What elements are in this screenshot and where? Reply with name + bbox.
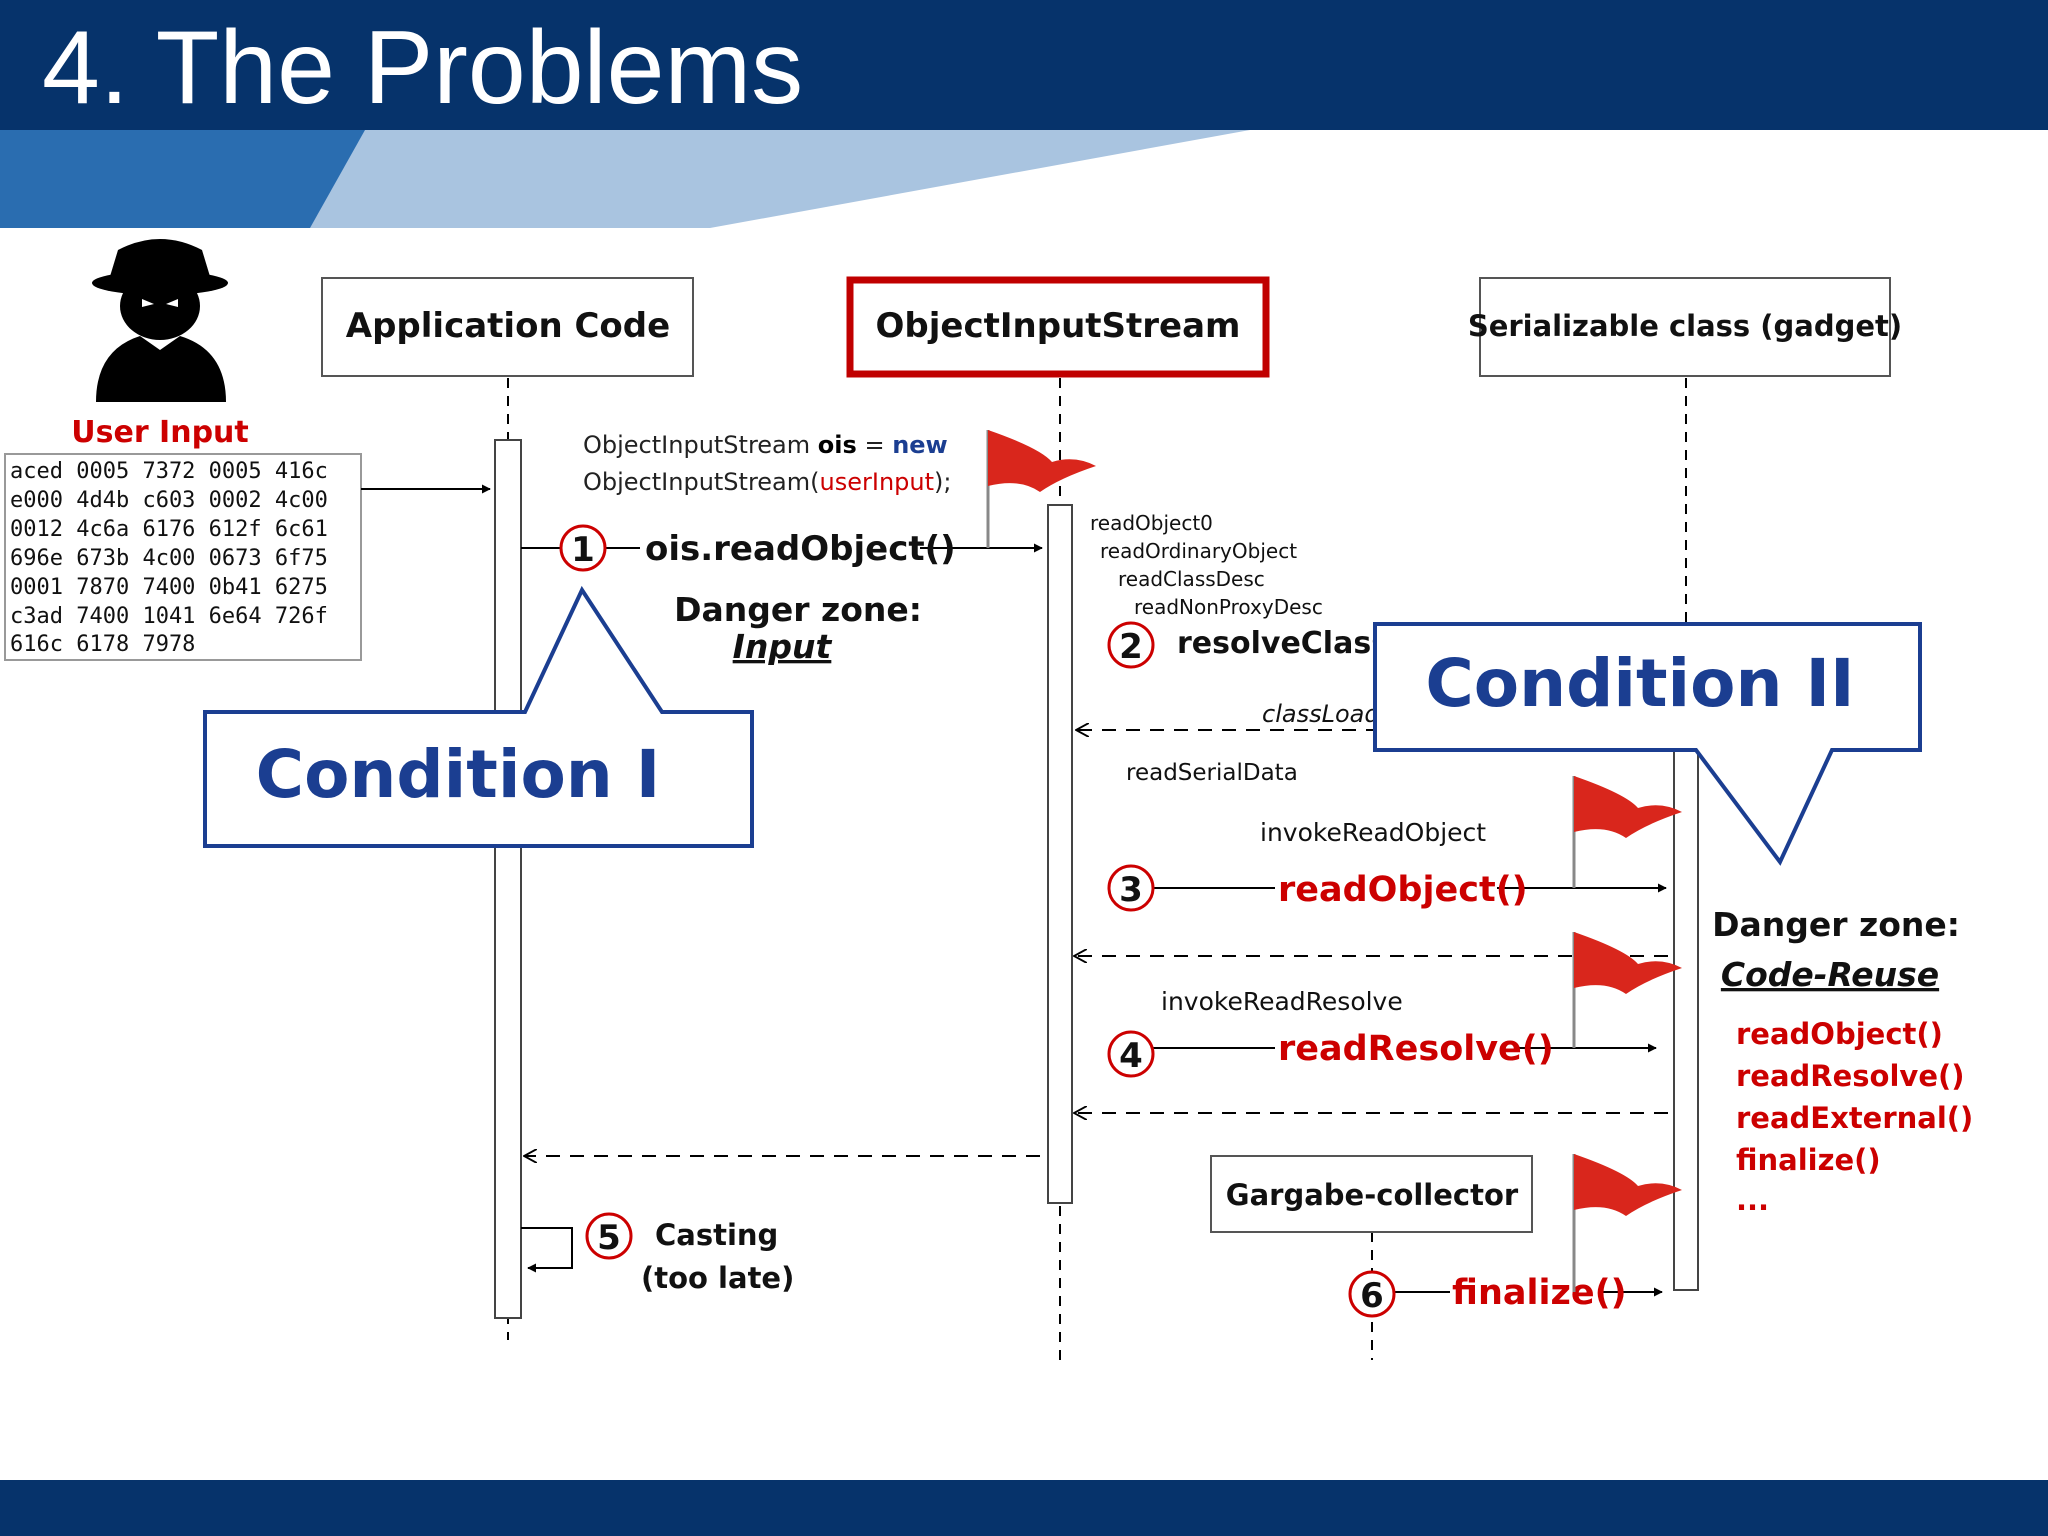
red-flag-icon (986, 430, 1096, 548)
step-1-marker (559, 524, 607, 572)
title-bar: 4. The Problems (0, 0, 2048, 130)
participant-gadget-box (1479, 277, 1891, 377)
step-5-marker (585, 1212, 633, 1260)
step-3-label: readObject() (1278, 870, 1528, 910)
invoke-read-object-label: invokeReadObject (1260, 818, 1486, 847)
self-call-arrow-step-5 (521, 1227, 573, 1273)
step-6-label: finalize() (1452, 1273, 1627, 1313)
step-4-label: readResolve() (1278, 1029, 1554, 1069)
activation-ois (1047, 504, 1073, 1204)
red-flag-icon (1572, 932, 1682, 1048)
step-3-number: 3 (1119, 870, 1143, 910)
call-stack-item: readNonProxyDesc (1134, 595, 1323, 619)
step-2-label: resolveClass( (1177, 626, 1403, 661)
hex-line: 0001 7870 7400 0b41 6275 (10, 575, 328, 600)
step-6-number: 6 (1360, 1276, 1384, 1316)
hex-line: e000 4d4b c603 0002 4c00 (10, 488, 328, 513)
hex-line: 696e 673b 4c00 0673 6f75 (10, 546, 328, 571)
red-flag-icon (1572, 776, 1682, 888)
code-line-1: ObjectInputStream ois = new (583, 431, 948, 459)
label-mask (640, 528, 920, 568)
label-mask (1275, 866, 1497, 910)
hex-line: aced 0005 7372 0005 416c (10, 459, 328, 484)
participant-app-code: Application Code (346, 306, 670, 346)
dangerous-method: ... (1736, 1183, 1769, 1217)
danger-zone-reuse-subtitle: Code-Reuse (1721, 955, 1939, 994)
dangerous-method: finalize() (1736, 1143, 1881, 1177)
participant-ois: ObjectInputStream (876, 306, 1241, 346)
condition-1-label: Condition I (256, 736, 661, 813)
activation-gadget (1673, 739, 1699, 1291)
participant-ois-box (846, 276, 1270, 378)
step-3-marker (1107, 864, 1155, 912)
step-2-number: 2 (1119, 627, 1143, 667)
invoke-read-resolve-label: invokeReadResolve (1161, 987, 1403, 1016)
read-serial-data-label: readSerialData (1126, 760, 1298, 786)
participant-gc: Gargabe-collector (1226, 1178, 1519, 1212)
step-1-label: ois.readObject() (645, 529, 956, 569)
call-stack-item: readClassDesc (1118, 567, 1265, 591)
footer-bar (0, 1480, 2048, 1536)
dangerous-methods-list: readObject() readResolve() readExternal(… (1736, 1017, 1973, 1217)
condition-2-label: Condition II (1425, 645, 1854, 722)
call-stack-item: readObject0 (1090, 511, 1213, 535)
condition-1-callout: Condition I (203, 585, 754, 848)
hex-line: 0012 4c6a 6176 612f 6c61 (10, 517, 328, 542)
user-input-hex-box (4, 453, 362, 661)
step-6-marker (1348, 1270, 1396, 1318)
call-stack-item: readOrdinaryObject (1100, 539, 1297, 563)
danger-zone-input-subtitle: Input (733, 627, 833, 666)
dangerous-method: readExternal() (1736, 1101, 1973, 1135)
header-stripe (0, 130, 1250, 228)
step-5-number: 5 (597, 1218, 621, 1258)
hex-line: c3ad 7400 1041 6e64 726f (10, 604, 328, 629)
call-stack: readObject0 readOrdinaryObject readClass… (1090, 511, 1323, 619)
red-flag-icon (1572, 1154, 1682, 1292)
activation-app-code (494, 439, 522, 1319)
hex-line: 616c 6178 7978 (10, 632, 195, 657)
hacker-icon (92, 239, 228, 402)
slide-title: 4. The Problems (42, 10, 804, 126)
step-2-marker (1107, 621, 1155, 669)
dangerous-method: readObject() (1736, 1017, 1943, 1051)
participant-app-code-box (321, 277, 694, 377)
user-input-hex: aced 0005 7372 0005 416c e000 4d4b c603 … (10, 459, 328, 657)
step-4-marker (1107, 1030, 1155, 1078)
step-4-number: 4 (1119, 1036, 1143, 1076)
condition-2-callout: Condition II (1373, 622, 1922, 866)
code-line-2: ObjectInputStream(userInput); (583, 468, 951, 496)
participant-gc-box (1210, 1155, 1533, 1233)
dangerous-method: readResolve() (1736, 1059, 1965, 1093)
danger-zone-input-title: Danger zone: (674, 590, 922, 629)
step-1-number: 1 (571, 530, 595, 570)
participant-gadget: Serializable class (gadget) (1468, 309, 1902, 343)
label-mask (1275, 1026, 1515, 1070)
danger-zone-reuse-title: Danger zone: (1712, 905, 1960, 944)
step-5-label-b: (too late) (641, 1261, 794, 1295)
user-input-label: User Input (71, 415, 249, 450)
classload-label: classLoad (1262, 700, 1380, 728)
step-5-label-a: Casting (655, 1218, 778, 1252)
